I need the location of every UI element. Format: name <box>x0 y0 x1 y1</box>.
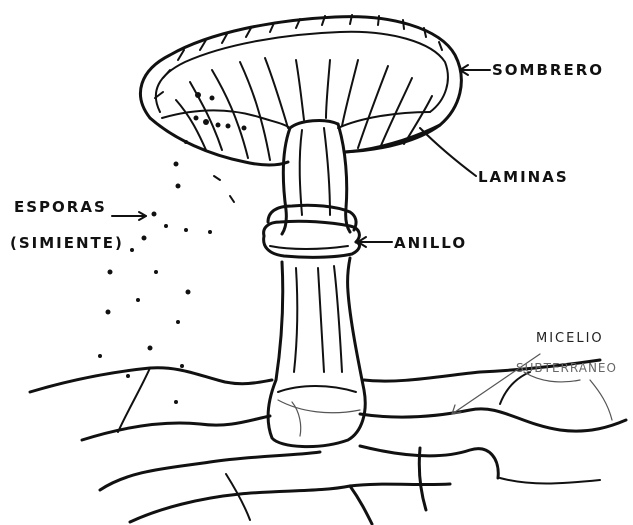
label-gills: LAMINAS <box>478 168 569 186</box>
ground-soil <box>30 360 626 524</box>
label-cap: SOMBRERO <box>492 61 604 79</box>
label-ring: ANILLO <box>394 234 467 252</box>
label-mycelium-line1: MICELIO <box>536 331 604 346</box>
label-spores-line1: ESPORAS <box>14 198 107 216</box>
label-spores-line2: (SIMIENTE) <box>10 234 124 252</box>
label-mycelium-line2: SUBTERRANEO <box>516 361 617 375</box>
mushroom-stem <box>268 121 365 447</box>
